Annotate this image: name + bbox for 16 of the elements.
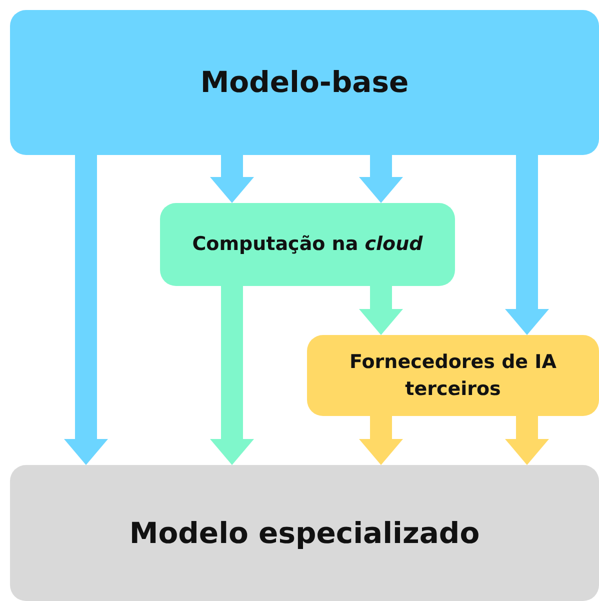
arrow xyxy=(359,286,403,335)
node-label: Modelo especializado xyxy=(129,514,480,552)
arrow xyxy=(359,155,403,203)
process-box xyxy=(160,203,455,286)
process-box xyxy=(10,10,599,155)
arrow xyxy=(359,416,403,465)
arrow xyxy=(505,155,549,335)
arrow xyxy=(210,155,254,203)
arrow xyxy=(210,286,254,465)
process-box xyxy=(10,465,599,601)
process-box xyxy=(307,335,599,416)
node-label: Fornecedores de IA terceiros xyxy=(348,350,558,402)
arrow xyxy=(64,155,108,465)
node-label: Computação na cloud xyxy=(192,232,423,258)
arrow xyxy=(505,416,549,465)
node-label: Modelo-base xyxy=(200,64,409,102)
